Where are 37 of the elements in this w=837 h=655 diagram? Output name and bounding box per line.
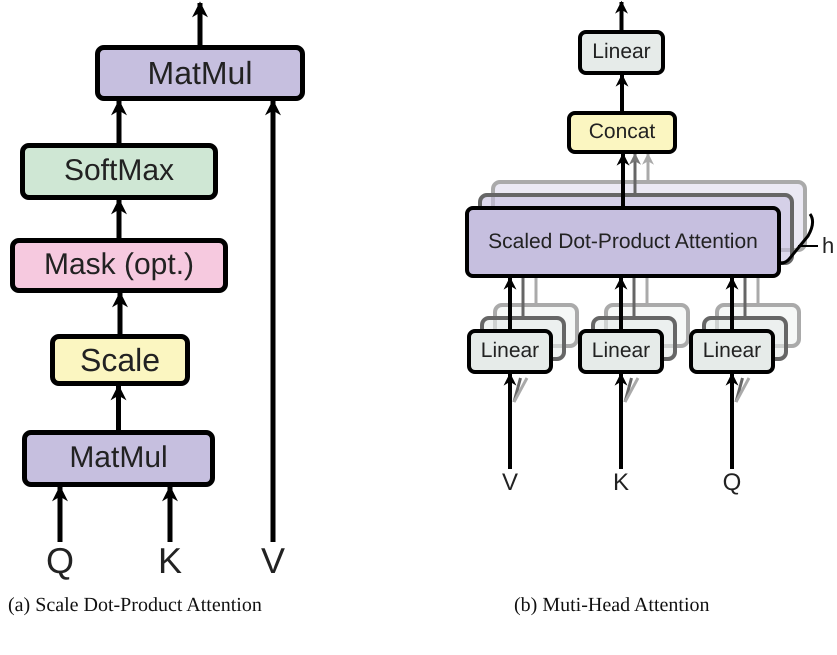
operation-box: Scale bbox=[50, 334, 190, 386]
arrow bbox=[616, 152, 630, 206]
arrow bbox=[616, 74, 628, 111]
input-label: K bbox=[606, 467, 636, 499]
arrow bbox=[112, 291, 128, 334]
arrow bbox=[162, 485, 178, 542]
linear-box: Linear bbox=[467, 329, 553, 374]
linear-box: Linear bbox=[578, 329, 664, 374]
operation-box: Concat bbox=[567, 111, 677, 154]
operation-box: Mask (opt.) bbox=[10, 238, 228, 293]
arrow bbox=[52, 485, 68, 542]
operation-box: MatMul bbox=[95, 45, 305, 101]
arrow bbox=[504, 372, 516, 469]
arrow bbox=[615, 0, 628, 30]
arrow bbox=[110, 384, 126, 430]
arrow bbox=[192, 1, 208, 45]
input-label: Q bbox=[717, 467, 747, 499]
arrow bbox=[504, 276, 516, 329]
operation-box: Linear bbox=[578, 30, 665, 75]
arrow bbox=[726, 276, 738, 329]
input-label: K bbox=[150, 540, 190, 582]
attention-box: Scaled Dot-Product Attention bbox=[465, 206, 781, 278]
arrow bbox=[614, 276, 628, 329]
input-label: V bbox=[495, 467, 525, 499]
multiplicity-label: h bbox=[822, 233, 834, 259]
input-label: V bbox=[253, 540, 293, 582]
arrow bbox=[726, 372, 738, 469]
linear-box: Linear bbox=[689, 329, 775, 374]
arrow bbox=[265, 99, 281, 542]
arrow bbox=[614, 372, 628, 469]
operation-box: MatMul bbox=[22, 430, 215, 487]
input-label: Q bbox=[40, 540, 80, 582]
arrow bbox=[111, 198, 127, 238]
operation-box: SoftMax bbox=[20, 143, 218, 200]
arrow bbox=[111, 99, 127, 143]
figure-caption: (a) Scale Dot-Product Attention bbox=[8, 593, 263, 618]
figure-caption: (b) Muti-Head Attention bbox=[514, 593, 711, 618]
